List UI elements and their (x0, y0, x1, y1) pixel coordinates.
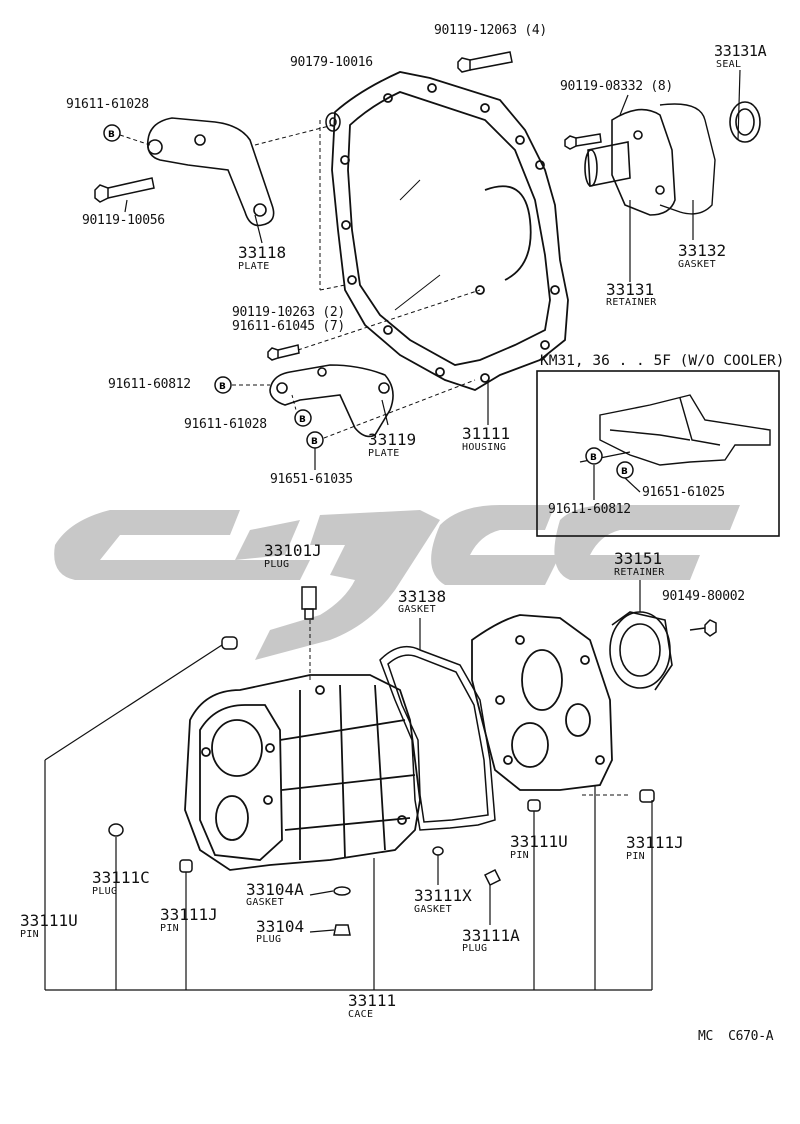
part-31111-name: HOUSING (462, 442, 507, 453)
part-33132-number: 33132 (678, 241, 727, 260)
part-33131A-number: 33131A (714, 42, 767, 60)
part-33111X-name: GASKET (414, 904, 452, 915)
part-33119-name: PLATE (368, 448, 400, 459)
part-33151-number: 33151 (614, 549, 663, 568)
part-33111U-left-name: PIN (20, 929, 39, 940)
inset-part-91651-61025-number: 91651-61025 (642, 485, 725, 500)
footer-drawing-code: MC C670-A (698, 1029, 774, 1044)
bolt-90119-10263-drawing (267, 344, 300, 361)
part-33111A-name: PLUG (462, 943, 488, 954)
part-33104-number: 33104 (256, 917, 305, 936)
plug-33101J-drawing (301, 586, 317, 620)
bolt-90149-80002-drawing (689, 619, 717, 637)
part-33104A-name: GASKET (246, 897, 284, 908)
part-90119-10056-number: 90119-10056 (82, 213, 165, 228)
svg-text:B: B (621, 467, 628, 477)
part-33111J-right-number: 33111J (626, 833, 684, 852)
part-33132-name: GASKET (678, 259, 716, 270)
part-33111C-name: PLUG (92, 886, 118, 897)
part-33118-number: 33118 (238, 243, 287, 262)
inset-title: KM31, 36 . . 5F (W/O COOLER) (540, 353, 785, 369)
part-33119-number: 33119 (368, 430, 417, 449)
inset-detail-drawing (579, 394, 771, 466)
part-33101J-number: 33101J (264, 541, 322, 560)
nut-90179-10016-drawing (325, 112, 341, 132)
part-90179-10016-number: 90179-10016 (290, 55, 373, 70)
part-33104-name: PLUG (256, 934, 282, 945)
part-33111J-right-name: PIN (626, 851, 645, 862)
housing-31111-drawing (331, 71, 569, 391)
part-33111J-left-name: PIN (160, 923, 179, 934)
bolt-90119-10056-drawing (94, 177, 155, 203)
part-33131-number: 33131 (606, 280, 655, 299)
plate-33119-drawing (269, 364, 394, 438)
part-33151-name: RETAINER (614, 567, 665, 578)
part-91611-61028-mid-number: 91611-61028 (184, 417, 267, 432)
retainer-33131-drawing (584, 108, 676, 216)
part-33111U-right-number: 33111U (510, 832, 568, 851)
part-33111U-right-name: PIN (510, 850, 529, 861)
part-33111U-left-number: 33111U (20, 911, 78, 930)
small-parts-drawing (108, 636, 655, 936)
part-33131-name: RETAINER (606, 297, 657, 308)
part-91651-61035-number: 91651-61035 (270, 472, 353, 487)
extension-housing-plate-drawing (471, 614, 613, 791)
case-33111-drawing (184, 674, 421, 871)
part-33111C-number: 33111C (92, 868, 150, 887)
svg-text:B: B (311, 437, 318, 447)
gasket-33138-drawing (379, 645, 496, 831)
part-90119-08332-number: 90119-08332 (8) (560, 79, 673, 94)
watermark-logo (54, 505, 740, 660)
svg-text:B: B (219, 382, 226, 392)
part-33101J-name: PLUG (264, 559, 290, 570)
part-33111-name: CACE (348, 1009, 374, 1020)
part-33118-name: PLATE (238, 261, 270, 272)
part-91611-60812-number: 91611-60812 (108, 377, 191, 392)
part-33111A-number: 33111A (462, 926, 520, 945)
part-31111-number: 31111 (462, 424, 511, 443)
svg-text:B: B (590, 453, 597, 463)
part-33104A-number: 33104A (246, 880, 304, 899)
part-33138-name: GASKET (398, 604, 436, 615)
svg-text:B: B (108, 130, 115, 140)
part-90119-12063-number: 90119-12063 (4) (434, 23, 547, 38)
bolt-90119-12063-drawing (457, 51, 513, 73)
seal-33131A-drawing (729, 101, 761, 143)
svg-text:B: B (299, 415, 306, 425)
part-33111X-number: 33111X (414, 886, 472, 905)
inset-part-91611-60812-number: 91611-60812 (548, 502, 631, 517)
retainer-33151-drawing (609, 611, 673, 691)
part-90119-10263-number: 90119-10263 (2) (232, 305, 345, 320)
part-33111J-left-number: 33111J (160, 905, 218, 924)
plate-33118-drawing (146, 117, 275, 227)
part-90149-80002-number: 90149-80002 (662, 589, 745, 604)
bolt-90119-08332-drawing (564, 133, 602, 150)
gasket-33132-drawing (659, 103, 716, 215)
part-33131A-name: SEAL (716, 59, 742, 70)
part-91611-61028-top-number: 91611-61028 (66, 97, 149, 112)
part-33138-number: 33138 (398, 587, 447, 606)
part-91611-61045-number: 91611-61045 (7) (232, 319, 345, 334)
part-33111-number: 33111 (348, 991, 397, 1010)
